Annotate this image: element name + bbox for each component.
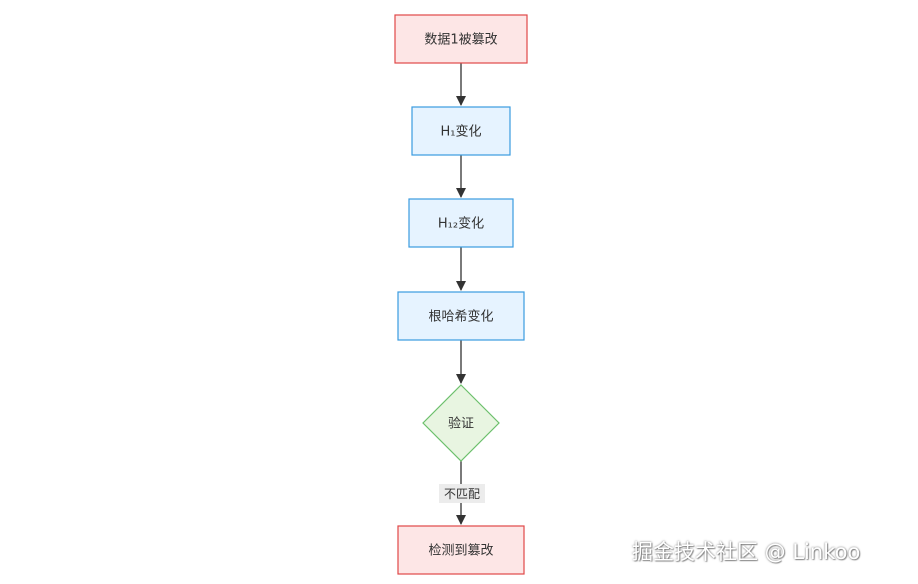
- edge-label-mismatch-text: 不匹配: [444, 487, 480, 501]
- node-verify-label: 验证: [448, 416, 474, 432]
- node-detected: 检测到篡改: [397, 525, 525, 575]
- edge-label-background: [439, 484, 485, 503]
- node-h12: H₁₂变化: [408, 198, 514, 248]
- node-detected-label: 检测到篡改: [428, 543, 493, 559]
- watermark: 掘金技术社区 @ Linkoo: [632, 540, 861, 564]
- edge-label-mismatch: 不匹配: [439, 484, 485, 503]
- node-tampered-box: [394, 14, 528, 64]
- node-h12-box: [408, 198, 514, 248]
- node-h12-label: H₁₂变化: [438, 216, 484, 232]
- node-h1: H₁变化: [411, 106, 511, 156]
- node-h1-label: H₁变化: [441, 124, 482, 140]
- node-root: 根哈希变化: [397, 291, 525, 341]
- node-root-box: [397, 291, 525, 341]
- node-verify-diamond: [422, 384, 500, 462]
- node-detected-box: [397, 525, 525, 575]
- node-root-label: 根哈希变化: [428, 309, 493, 325]
- node-h1-box: [411, 106, 511, 156]
- node-verify: 验证: [422, 384, 500, 462]
- node-tampered: 数据1被篡改: [394, 14, 528, 64]
- node-tampered-label: 数据1被篡改: [424, 32, 497, 48]
